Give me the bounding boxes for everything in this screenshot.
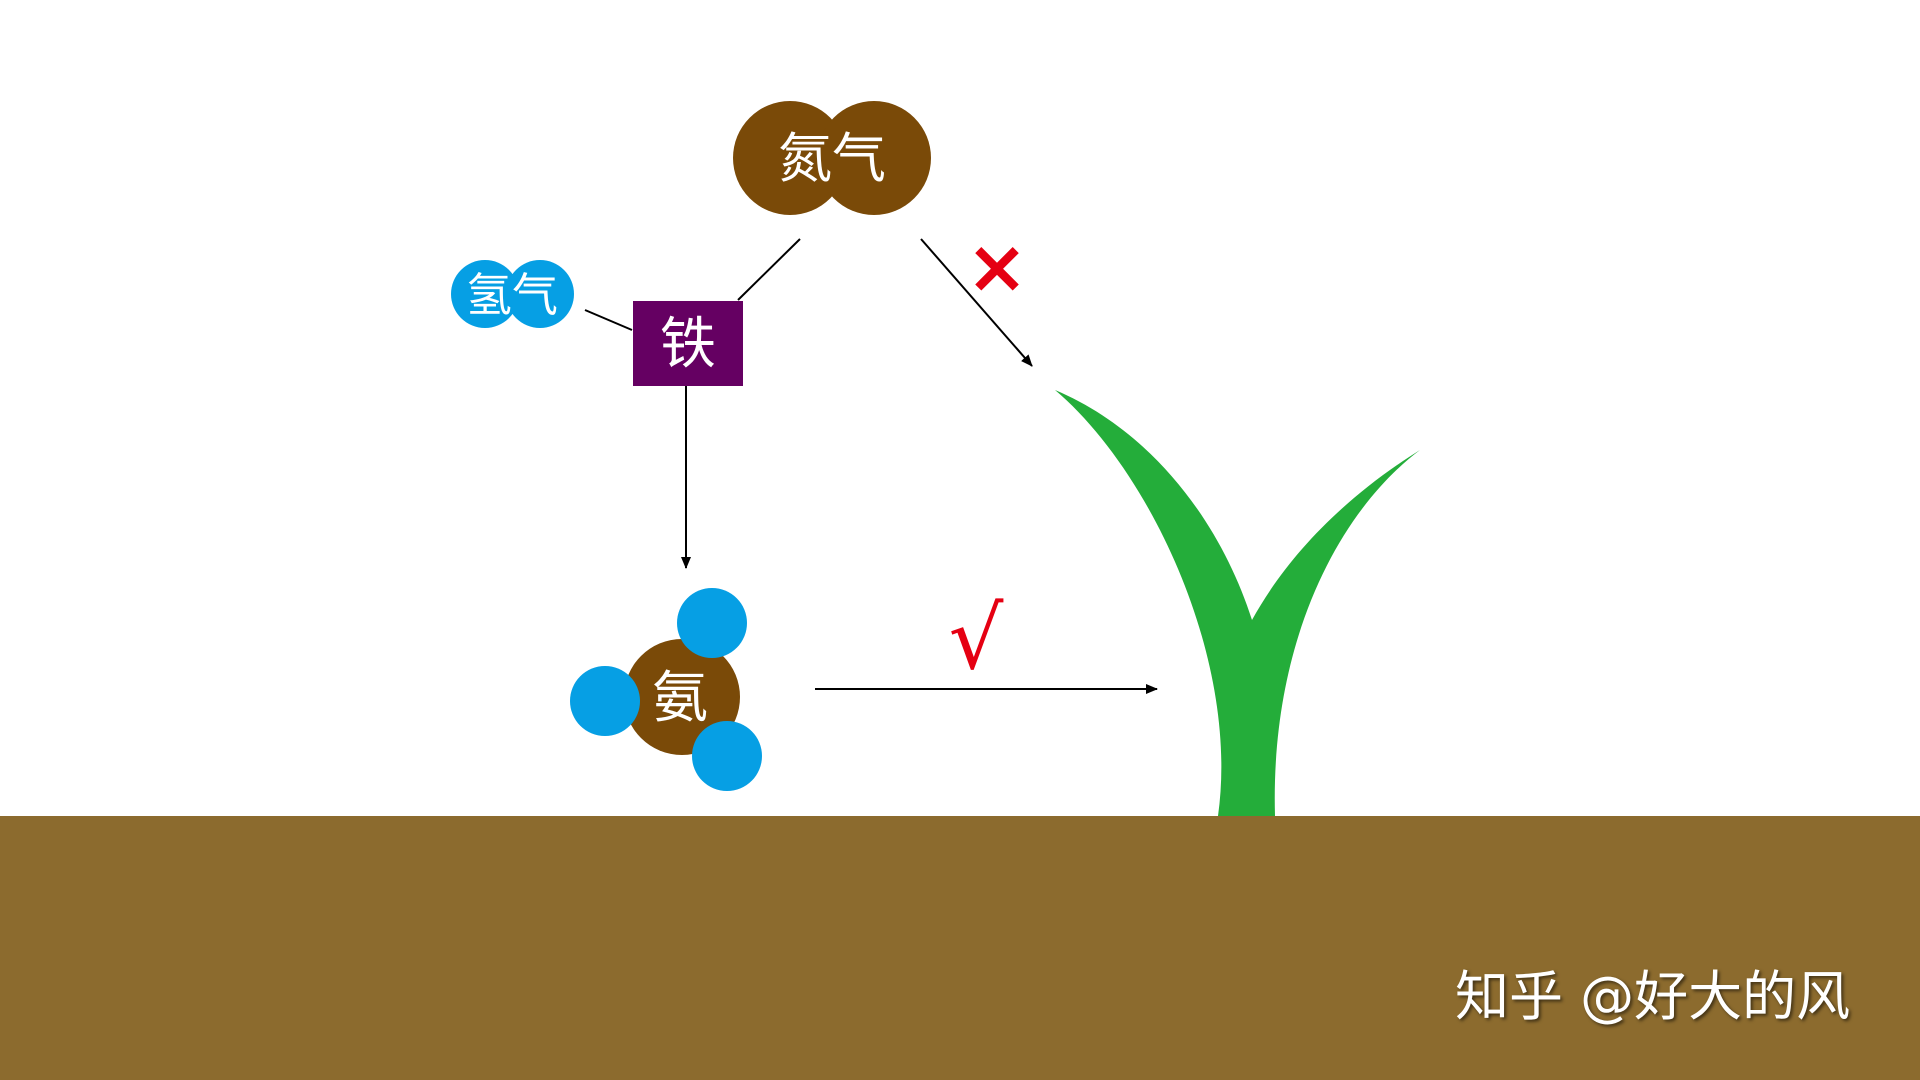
ammonia-molecule: 氨	[570, 588, 762, 791]
hydrogen-atom	[570, 666, 640, 736]
sprout-icon	[1055, 390, 1420, 816]
hydrogen-atom	[506, 260, 574, 328]
hydrogen-atom	[677, 588, 747, 658]
iron-catalyst: 铁	[633, 301, 743, 386]
iron-label: 铁	[660, 312, 716, 377]
nitrogen-atom	[733, 101, 847, 215]
soil-ground	[0, 816, 1920, 1080]
cross-mark: ×	[966, 224, 1028, 310]
hydrogen-gas-label: 氢气	[466, 268, 558, 322]
iron-box	[633, 301, 743, 386]
hydrogen-atom	[451, 260, 519, 328]
hydrogen-gas-molecule: 氢气	[451, 260, 574, 328]
nitrogen-to-plant-arrow	[920, 238, 1033, 367]
hydrogen-atom	[692, 721, 762, 791]
nitrogen-gas-label: 氮气	[778, 127, 886, 190]
nitrogen-to-iron-line	[737, 238, 801, 301]
hydrogen-to-iron-line	[584, 309, 633, 331]
ammonia-label: 氨	[652, 666, 708, 731]
watermark: 知乎 @好大的风	[1455, 965, 1851, 1028]
nitrogen-atom	[817, 101, 931, 215]
nitrogen-gas-molecule: 氮气	[733, 101, 931, 215]
check-mark: √	[949, 589, 1004, 689]
